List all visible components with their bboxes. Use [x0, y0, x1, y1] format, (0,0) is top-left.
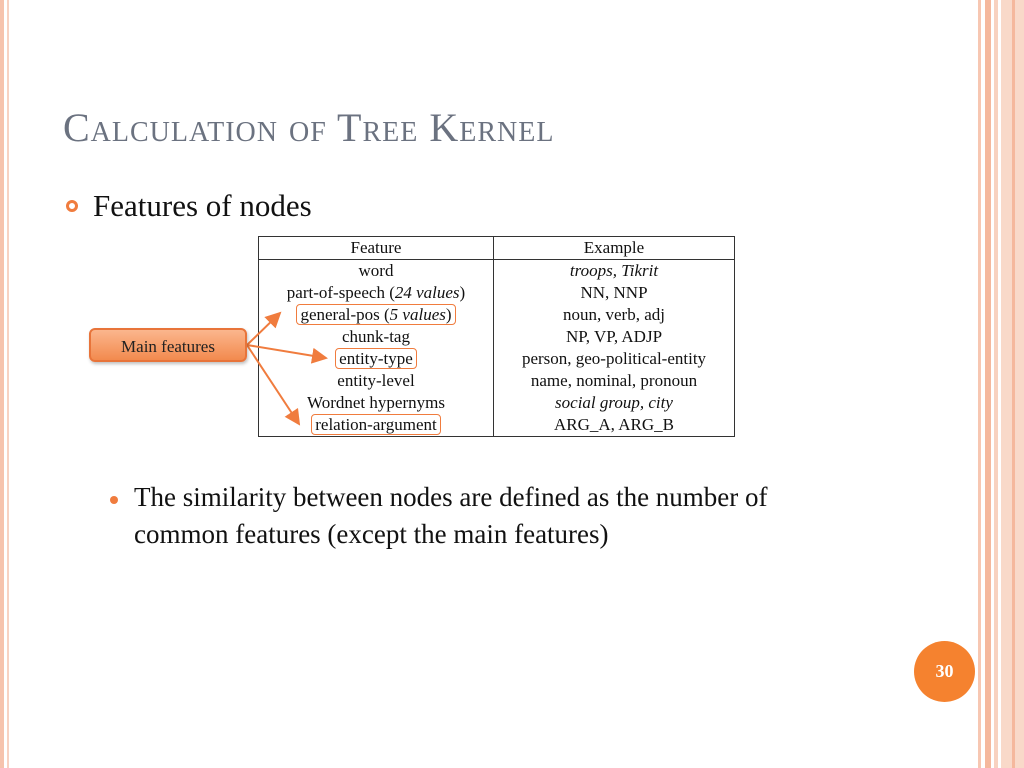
- main-features-callout: Main features: [89, 328, 247, 362]
- header-feature: Feature: [258, 236, 494, 260]
- table-row: chunk-tag NP, VP, ADJP: [258, 326, 735, 348]
- left-border-stripe: [0, 0, 4, 768]
- table-row: general-pos (5 values) noun, verb, adj: [258, 304, 735, 326]
- feature-cell: Wordnet hypernyms: [258, 392, 494, 414]
- arrow-to-relation-argument: [246, 344, 301, 426]
- dot-bullet-icon: [110, 496, 118, 504]
- features-table: Feature Example word troops, Tikrit part…: [258, 236, 735, 437]
- main-feature-highlight: entity-type: [335, 348, 417, 369]
- feature-cell: entity-level: [258, 370, 494, 392]
- right-border-stripe: [985, 0, 991, 768]
- arrow-to-general-pos: [246, 311, 282, 346]
- example-cell: name, nominal, pronoun: [530, 371, 698, 390]
- left-border-stripe-thin: [7, 0, 9, 768]
- arrow-to-entity-type: [246, 344, 328, 364]
- table-row: part-of-speech (24 values) NN, NNP: [258, 282, 735, 304]
- table-header-row: Feature Example: [258, 236, 735, 260]
- main-feature-highlight: general-pos (5 values): [296, 304, 456, 325]
- page-number-badge: 30: [914, 641, 975, 702]
- example-cell: troops, Tikrit: [569, 261, 659, 280]
- bullet-features-of-nodes: Features of nodes: [93, 188, 312, 223]
- slide-title: Calculation of Tree Kernel: [63, 105, 555, 150]
- example-cell: ARG_A, ARG_B: [554, 415, 674, 434]
- feature-cell: chunk-tag: [258, 326, 494, 348]
- table-row: word troops, Tikrit: [258, 259, 735, 282]
- feature-cell: relation-argument: [258, 414, 494, 437]
- right-border-stripe: [1012, 0, 1015, 768]
- table-row: Wordnet hypernyms social group, city: [258, 392, 735, 414]
- feature-cell: word: [258, 259, 494, 282]
- example-cell: noun, verb, adj: [563, 305, 665, 324]
- header-example: Example: [493, 236, 735, 260]
- main-feature-highlight: relation-argument: [311, 414, 441, 435]
- example-cell: NN, NNP: [580, 283, 648, 302]
- right-border-stripe: [994, 0, 998, 768]
- right-border-stripe: [978, 0, 981, 768]
- feature-cell: general-pos (5 values): [258, 304, 494, 326]
- bullet-similarity-text: The similarity between nodes are defined…: [134, 482, 768, 549]
- example-cell: social group, city: [555, 393, 673, 412]
- example-cell: NP, VP, ADJP: [565, 327, 663, 346]
- feature-cell: part-of-speech (24 values): [258, 282, 494, 304]
- table-row: relation-argument ARG_A, ARG_B: [258, 414, 735, 437]
- ring-bullet-icon: [66, 200, 78, 212]
- example-cell: person, geo-political-entity: [521, 349, 707, 368]
- table-row: entity-level name, nominal, pronoun: [258, 370, 735, 392]
